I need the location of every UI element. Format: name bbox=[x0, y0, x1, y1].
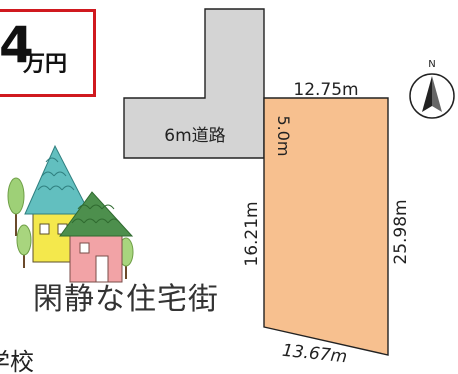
price-unit: 万円 bbox=[23, 52, 68, 77]
dimension-top: 12.75m bbox=[293, 80, 358, 100]
compass-label: N bbox=[428, 59, 435, 70]
road-label: 6m道路 bbox=[164, 126, 225, 146]
neighborhood-slogan: 閑静な住宅街 bbox=[33, 282, 219, 317]
house-icon bbox=[59, 191, 134, 283]
tree-icon bbox=[7, 177, 25, 236]
price-number: 4 bbox=[0, 16, 34, 74]
price-box: 4 万円 bbox=[0, 9, 96, 97]
dimension-bottom: 13.67m bbox=[281, 341, 348, 368]
tree-icon bbox=[16, 224, 32, 268]
partial-text: 学校 bbox=[0, 348, 34, 374]
dimension-right: 25.98m bbox=[391, 199, 411, 264]
dimension-left: 16.21m bbox=[242, 201, 262, 266]
lot-shape bbox=[263, 97, 389, 356]
road-shape bbox=[123, 8, 265, 159]
dimension-frontage: 5.0m bbox=[274, 115, 293, 156]
compass-icon: N bbox=[409, 59, 455, 119]
houses-illustration bbox=[7, 144, 134, 283]
